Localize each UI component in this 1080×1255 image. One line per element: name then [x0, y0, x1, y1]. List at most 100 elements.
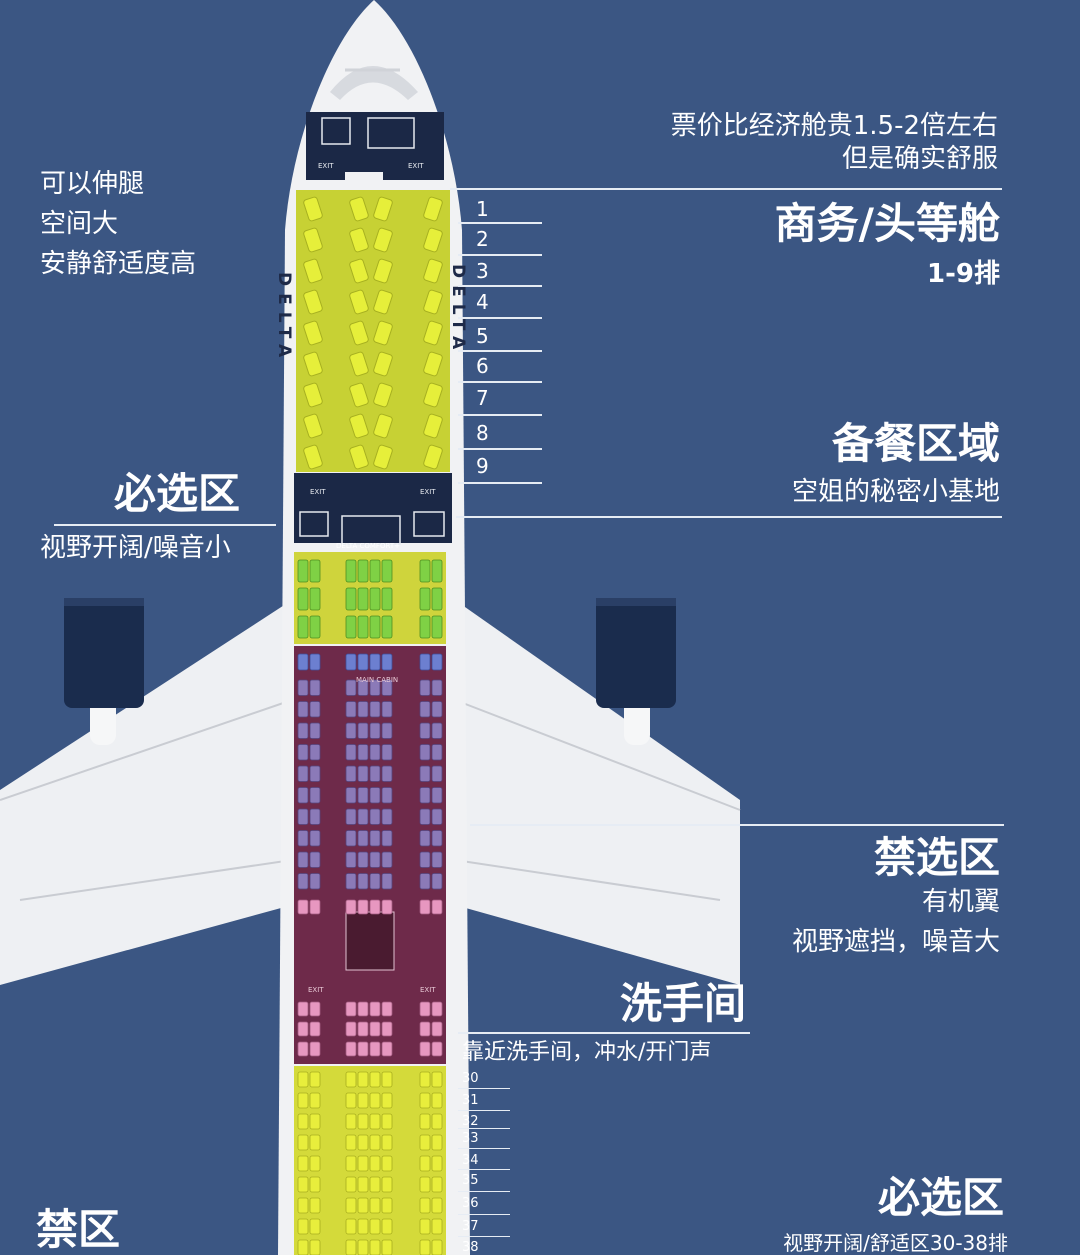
- wing-rule: [470, 824, 1004, 826]
- economy-seat: [431, 615, 443, 639]
- economy-seat: [309, 1113, 321, 1130]
- row-label: 31: [462, 1093, 479, 1108]
- economy-seat: [431, 851, 443, 868]
- economy-seat: [369, 1197, 381, 1214]
- economy-seat: [357, 1041, 369, 1057]
- business-seat: [373, 413, 393, 439]
- economy-seat: [369, 765, 381, 782]
- business-seat: [373, 227, 393, 253]
- lavatory-title: 洗手间: [619, 979, 746, 1028]
- economy-seat: [419, 587, 431, 611]
- banned-zone-bottom: 禁区: [36, 1205, 121, 1254]
- must-pick-title: 必选区: [114, 469, 241, 518]
- economy-seat: [309, 701, 321, 718]
- economy-seat: [419, 679, 431, 696]
- economy-seat: [419, 1239, 431, 1255]
- economy-seat: [357, 615, 369, 639]
- economy-seat: [369, 615, 381, 639]
- economy-seat: [357, 1001, 369, 1017]
- economy-seat: [345, 679, 357, 696]
- economy-seat: [309, 587, 321, 611]
- legroom-note-2: 空间大: [40, 209, 119, 239]
- economy-seat: [419, 851, 431, 868]
- row-label: 32: [462, 1114, 479, 1129]
- galley-sub: 空姐的秘密小基地: [791, 477, 1000, 507]
- economy-seat: [381, 559, 393, 583]
- row-label: 5: [476, 324, 489, 348]
- economy-seat: [309, 653, 321, 671]
- economy-seat: [419, 765, 431, 782]
- economy-seat: [309, 1239, 321, 1255]
- business-seat: [349, 382, 369, 408]
- row-label: 1: [476, 197, 489, 221]
- economy-seat: [297, 1021, 309, 1037]
- row-label: 6: [476, 354, 489, 378]
- row-label: 33: [462, 1131, 479, 1146]
- economy-seat: [369, 653, 381, 671]
- row-label: 36: [462, 1196, 479, 1211]
- economy-seat: [309, 899, 321, 915]
- business-seat: [423, 196, 443, 222]
- economy-seat: [419, 1155, 431, 1172]
- economy-seat: [345, 701, 357, 718]
- business-seat: [303, 289, 323, 315]
- business-seat: [423, 413, 443, 439]
- exit-label-rear-left: EXIT: [308, 986, 324, 994]
- economy-seat: [357, 1176, 369, 1193]
- row-label: 3: [476, 259, 489, 283]
- economy-seat: [381, 830, 393, 847]
- economy-seat: [431, 1021, 443, 1037]
- economy-seat: [357, 1197, 369, 1214]
- economy-seat: [369, 851, 381, 868]
- economy-seat: [381, 653, 393, 671]
- economy-seat: [345, 1021, 357, 1037]
- business-seat: [373, 258, 393, 284]
- economy-seat: [381, 899, 393, 915]
- economy-seat: [357, 873, 369, 890]
- economy-seat: [381, 765, 393, 782]
- economy-seat: [345, 1197, 357, 1214]
- exit-label-mid-right: EXIT: [420, 488, 436, 496]
- economy-seat: [357, 1155, 369, 1172]
- row-label: 35: [462, 1173, 479, 1188]
- economy-seat: [309, 722, 321, 739]
- business-seat: [349, 258, 369, 284]
- economy-seat: [369, 808, 381, 825]
- economy-seat: [419, 701, 431, 718]
- wing-title: 禁选区: [873, 833, 1000, 882]
- economy-seat: [369, 587, 381, 611]
- economy-seat: [297, 1001, 309, 1017]
- row-label: 9: [476, 454, 489, 478]
- economy-seat: [381, 1092, 393, 1109]
- economy-seat: [309, 787, 321, 804]
- economy-seat: [381, 587, 393, 611]
- business-seat: [349, 196, 369, 222]
- economy-seat: [369, 1176, 381, 1193]
- business-seat: [423, 289, 443, 315]
- economy-seat: [357, 1092, 369, 1109]
- economy-seat: [431, 899, 443, 915]
- economy-seat: [297, 1155, 309, 1172]
- wing-line1: 有机翼: [921, 887, 1000, 917]
- left-engine: [64, 598, 144, 708]
- economy-seat: [369, 1134, 381, 1151]
- economy-seat: [297, 701, 309, 718]
- economy-seat: [431, 559, 443, 583]
- economy-seat: [431, 1155, 443, 1172]
- economy-seat: [431, 1071, 443, 1088]
- lavatory-rule: [458, 1032, 750, 1034]
- economy-seat: [431, 1197, 443, 1214]
- economy-seat: [345, 1134, 357, 1151]
- economy-seat: [357, 559, 369, 583]
- price-note-line1: 票价比经济舱贵1.5-2倍左右: [670, 111, 998, 141]
- economy-seat: [381, 1071, 393, 1088]
- economy-seat: [345, 830, 357, 847]
- economy-seat: [357, 1113, 369, 1130]
- business-seat: [423, 258, 443, 284]
- economy-seat: [431, 873, 443, 890]
- economy-seat: [369, 787, 381, 804]
- wing-line2: 视野遮挡，噪音大: [791, 927, 1000, 957]
- economy-seat: [297, 1092, 309, 1109]
- economy-seat: [357, 851, 369, 868]
- main-cabin-label: MAIN CABIN: [356, 676, 399, 684]
